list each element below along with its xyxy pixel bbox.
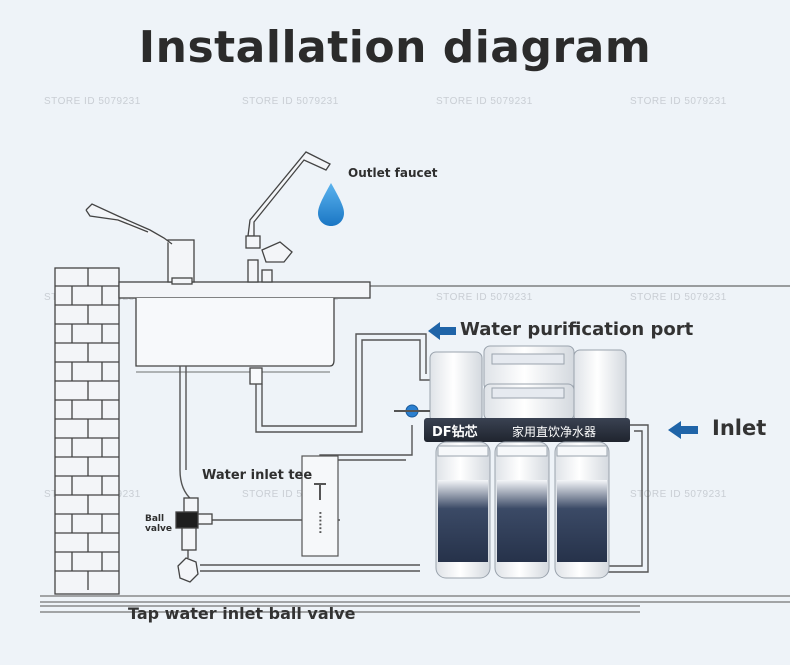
water-inlet-tee [175,497,213,551]
water-inlet-tee-label: Water inlet tee [202,468,313,483]
top-filters [394,345,627,423]
watermark: STORE ID 5079231 [630,489,727,500]
page-title: Installation diagram [138,22,652,73]
tap-water-ball-valve [177,550,199,583]
watermark: STORE ID 5079231 [242,489,339,500]
sink-basin [135,298,335,385]
soap-dispenser [85,203,195,285]
ball-valve-label-line1: Ball [145,514,165,524]
watermark: STORE ID 5079231 [630,96,727,107]
watermark: STORE ID 5079231 [44,96,141,107]
bottom-filters [435,441,610,579]
ball-valve-label: Ball valve [145,514,172,534]
watermark: STORE ID 5079231 [242,96,339,107]
water-purification-port-label: Water purification port [460,319,694,340]
brick-wall [54,267,120,595]
outlet-faucet [245,151,331,283]
purifier-brand: DF钻芯 [432,424,478,440]
tap-water-inlet-ball-valve-label: Tap water inlet ball valve [128,604,356,623]
watermark: STORE ID 5079231 [630,292,727,303]
svg-text:· · · · · ·: · · · · · · [316,512,323,533]
water-drop-icon [318,183,344,226]
watermark: STORE ID 5079231 [436,292,533,303]
water-purifier: DF钻芯 家用直饮净水器 [394,345,630,579]
inlet-arrow-icon [668,421,698,439]
purification-port-arrow-icon [428,322,456,340]
inlet-label: Inlet [712,416,767,440]
countertop [118,281,790,299]
purifier-product-name: 家用直饮净水器 [512,424,596,439]
outlet-faucet-label: Outlet faucet [348,166,438,180]
watermark: STORE ID 5079231 [436,96,533,107]
storage-tank: · · · · · · [301,455,339,557]
purifier-band [424,418,630,442]
ball-valve-label-line2: valve [145,524,172,534]
pipes [40,333,790,613]
